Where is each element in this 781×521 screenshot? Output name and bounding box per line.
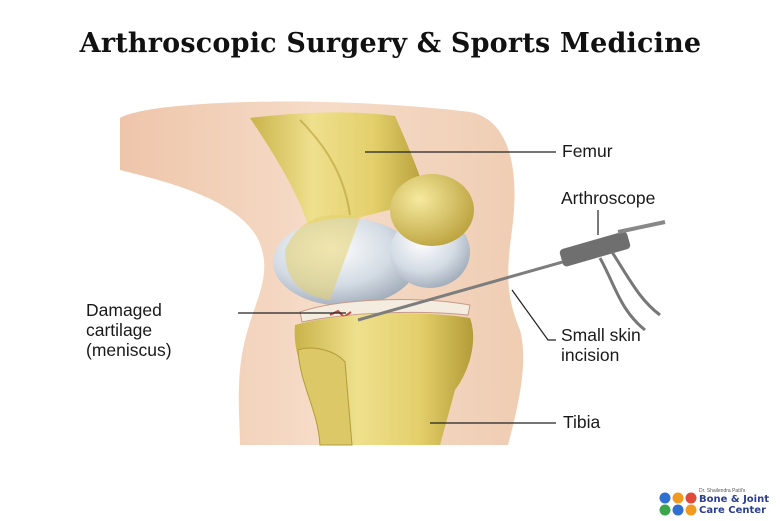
- damaged-line2: cartilage: [86, 320, 153, 340]
- damaged-line1: Damaged: [86, 300, 162, 320]
- page-title: Arthroscopic Surgery & Sports Medicine: [79, 28, 702, 59]
- skin-incision-label: Small skin incision: [561, 325, 641, 365]
- femur-label: Femur: [562, 141, 613, 161]
- skin-incision-line1: Small skin: [561, 325, 641, 345]
- incision-leader: [511, 289, 556, 341]
- femur-bone: [250, 112, 428, 230]
- tibia-label: Tibia: [563, 412, 601, 432]
- logo-icons: [659, 492, 697, 516]
- damaged-cartilage-label: Damaged cartilage (meniscus): [86, 300, 172, 360]
- logo-title-line2: Care Center: [699, 505, 767, 516]
- arthroscope-instrument: [357, 220, 666, 332]
- patella-bone: [390, 174, 474, 246]
- clinic-logo: Dr. Shailendra Patil's Bone & Joint Care…: [653, 485, 781, 521]
- logo-doctor-name: Dr. Shailendra Patil's: [699, 488, 746, 494]
- fibula-bone: [297, 347, 353, 446]
- logo-title-line1: Bone & Joint: [699, 494, 769, 505]
- damaged-line3: (meniscus): [86, 340, 172, 360]
- arthroscope-label: Arthroscope: [561, 188, 656, 208]
- skin-incision-line2: incision: [561, 345, 620, 365]
